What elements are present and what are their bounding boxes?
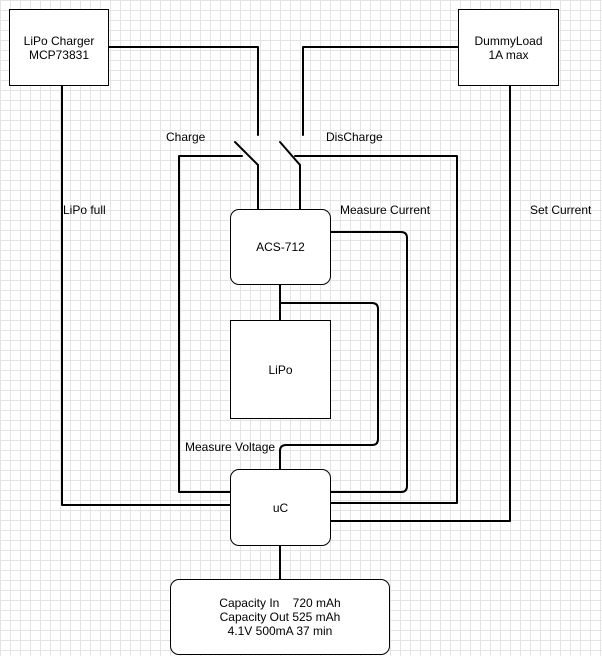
current-sensor-block: ACS-712: [230, 209, 331, 285]
wire-set-current: [330, 85, 511, 522]
wire-measure-voltage: [279, 302, 379, 471]
measure-current-label: Measure Current: [340, 203, 431, 217]
discharge-switch-label: DisCharge: [326, 130, 383, 144]
microcontroller-label: uC: [272, 500, 289, 515]
measure-voltage-label: Measure Voltage: [185, 440, 276, 454]
wire-measure-current: [330, 231, 408, 493]
wire-load-to-discharge-switch: [302, 46, 459, 136]
capacity-display-block: Capacity In 720 mAh Capacity Out 525 mAh…: [170, 579, 390, 655]
set-current-label: Set Current: [530, 203, 592, 217]
capacity-in-line: Capacity In 720 mAh: [219, 596, 341, 610]
lipo-full-label: LiPo full: [63, 203, 106, 217]
lipo-battery-block: LiPo: [230, 320, 331, 419]
capacity-out-line: Capacity Out 525 mAh: [219, 610, 341, 624]
microcontroller-block: uC: [230, 469, 331, 546]
wire-discharge-control: [294, 155, 458, 504]
dummy-load-label: DummyLoad: [474, 33, 543, 48]
wire-lipo-full: [61, 85, 232, 506]
dummy-load-rating: 1A max: [488, 47, 529, 62]
wire-charger-to-charge-switch: [107, 46, 259, 136]
charge-switch-label: Charge: [166, 130, 206, 144]
lipo-battery-label: LiPo: [268, 362, 293, 377]
current-sensor-label: ACS-712: [256, 240, 305, 254]
dummy-load-block: DummyLoad 1A max: [458, 9, 559, 86]
lipo-charger-part: MCP73831: [28, 47, 90, 62]
charge-stats-line: 4.1V 500mA 37 min: [227, 624, 333, 638]
charge-switch-blade: [234, 141, 259, 166]
lipo-charger-block: LiPo Charger MCP73831: [9, 9, 109, 86]
wire-charge-control: [178, 155, 243, 493]
lipo-charger-label: LiPo Charger: [23, 33, 95, 48]
discharge-switch-blade: [279, 141, 301, 166]
